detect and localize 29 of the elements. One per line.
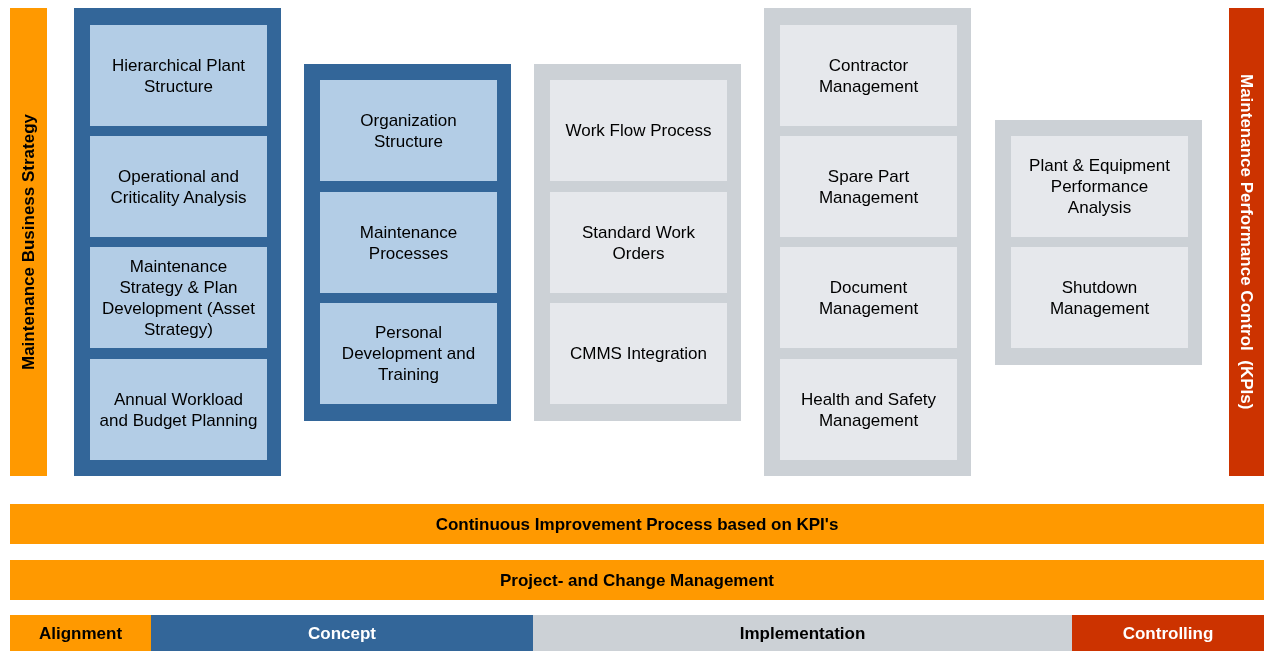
column-panel — [304, 64, 511, 421]
topic-box: Maintenance Processes — [320, 192, 497, 293]
process-band: Project- and Change Management — [10, 560, 1264, 600]
phase-band: Alignment — [10, 615, 151, 651]
column-panel — [995, 120, 1202, 365]
topic-box: Contractor Management — [780, 25, 957, 126]
topic-box: Health and Safety Management — [780, 359, 957, 460]
topic-box: Plant & Equipment Performance Analysis — [1011, 136, 1188, 237]
topic-box: Personal Development and Training — [320, 303, 497, 404]
topic-box: Annual Workload and Budget Planning — [90, 359, 267, 460]
topic-box: Maintenance Strategy & Plan Development (Asset Strategy) — [90, 247, 267, 348]
strategy-bar: Maintenance Business Strategy — [10, 8, 47, 476]
topic-box: Organization Structure — [320, 80, 497, 181]
topic-box: Shutdown Management — [1011, 247, 1188, 348]
process-band: Continuous Improvement Process based on KPI's — [10, 504, 1264, 544]
control-bar: Maintenance Performance Control (KPIs) — [1229, 8, 1264, 476]
column-panel — [74, 8, 281, 476]
column-panel — [764, 8, 971, 476]
topic-box: Hierarchical Plant Structure — [90, 25, 267, 126]
phase-band: Concept — [151, 615, 533, 651]
phase-band: Controlling — [1072, 615, 1264, 651]
topic-box: Spare Part Management — [780, 136, 957, 237]
topic-box: Standard Work Orders — [550, 192, 727, 293]
phase-band: Implementation — [533, 615, 1072, 651]
topic-box: Operational and Criticality Analysis — [90, 136, 267, 237]
topic-box: Document Management — [780, 247, 957, 348]
topic-box: Work Flow Process — [550, 80, 727, 181]
column-panel — [534, 64, 741, 421]
topic-box: CMMS Integration — [550, 303, 727, 404]
